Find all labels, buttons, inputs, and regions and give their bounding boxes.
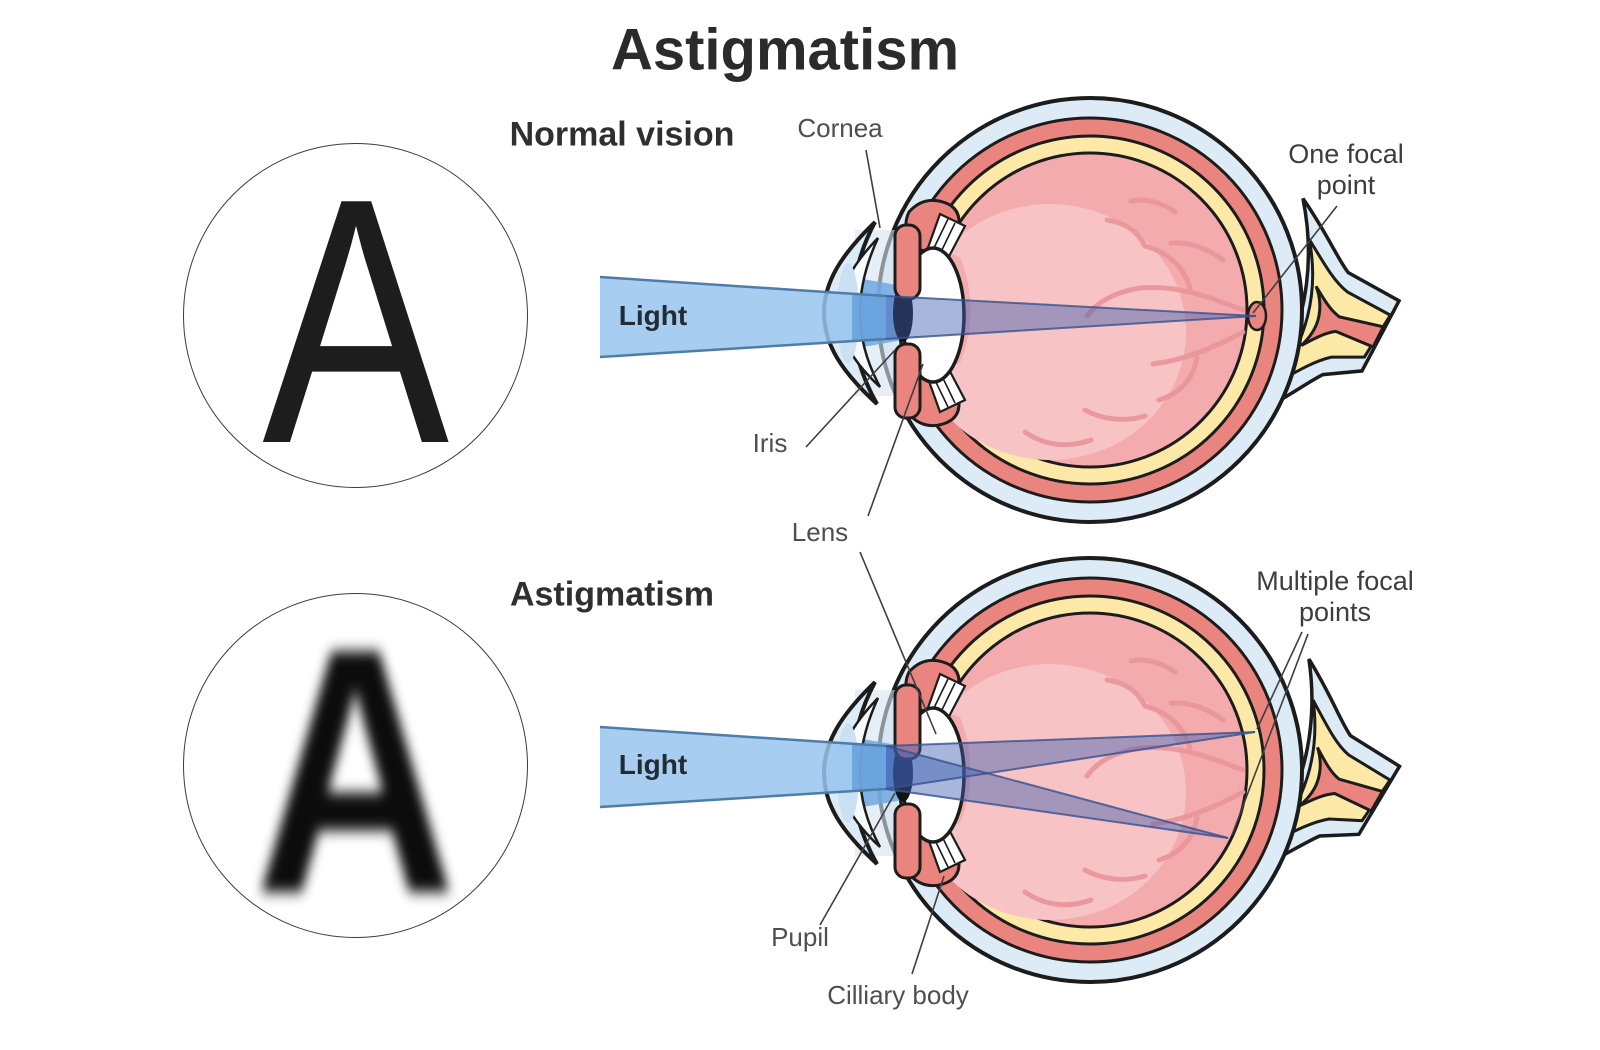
cornea-label: Cornea (797, 113, 883, 144)
light-beam-astigmatism (599, 725, 1256, 839)
multiple-focal-points-label-line2: points (1298, 597, 1372, 627)
normal-vision-subtitle: Normal vision (509, 115, 735, 154)
page-title: Astigmatism (610, 17, 960, 83)
sharp-test-letter: A (262, 143, 449, 488)
blurry-letter-circle: A (183, 593, 528, 938)
multi-focal-pointer-line-2 (1231, 633, 1309, 836)
lens-pointer-line-normal (867, 363, 924, 517)
pupil-pointer-line (819, 792, 896, 926)
light-label-normal: Light (618, 300, 688, 331)
multi-focal-pointer-line-1 (1256, 631, 1303, 730)
iris-label: Iris (752, 428, 788, 459)
lens-label: Lens (791, 517, 849, 548)
multiple-focal-points-label: Multiple focal points (1256, 566, 1414, 628)
one-focal-point-label-line1: One focal (1288, 138, 1404, 169)
sharp-letter-circle: A (183, 143, 528, 488)
ciliary-body-label: Cilliary body (827, 980, 969, 1011)
pupil-label: Pupil (771, 922, 829, 953)
astigmatism-subtitle: Astigmatism (509, 575, 715, 614)
cornea-pointer-line (865, 149, 881, 229)
focused-beam-single (886, 296, 1256, 339)
blurry-test-letter: A (254, 593, 457, 938)
one-focal-point-label: One focal point (1288, 139, 1404, 201)
label-pointer-lines (805, 149, 1338, 975)
light-label-astigmatism: Light (618, 749, 688, 780)
light-beam-normal (599, 275, 1257, 359)
one-focal-point-label-line2: point (1316, 170, 1376, 200)
one-focal-pointer-line (1252, 205, 1338, 314)
ciliary-pointer-line (911, 875, 945, 975)
lens-pointer-line-astigmatism (859, 551, 937, 735)
multiple-focal-points-label-line1: Multiple focal (1256, 565, 1414, 596)
iris-pointer-line (805, 349, 896, 448)
